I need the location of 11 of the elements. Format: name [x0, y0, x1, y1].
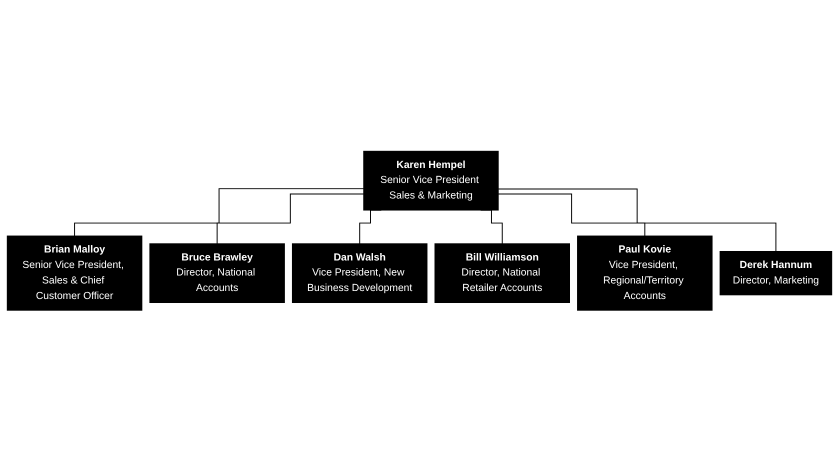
node-box: Bruce Brawley Director, National Accounts — [149, 243, 285, 303]
connector — [74, 188, 364, 236]
node-box: Brian Malloy Senior Vice President, Sales & Chief Customer Officer — [6, 235, 142, 310]
connector — [216, 193, 364, 244]
connector — [498, 193, 646, 236]
node-box: Dan Walsh Vice President, New Business Development — [292, 243, 428, 303]
node-box: Paul Kovie Vice President, Regional/Territory Accounts — [577, 235, 713, 310]
connector — [498, 188, 776, 252]
node-box: Derek Hannum Director, Marketing — [720, 250, 832, 296]
node-box: Bill Williamson Director, National Retailer Accounts — [434, 243, 570, 303]
node-box: Karen Hempel Senior Vice President Sales & Marketing — [363, 150, 499, 210]
